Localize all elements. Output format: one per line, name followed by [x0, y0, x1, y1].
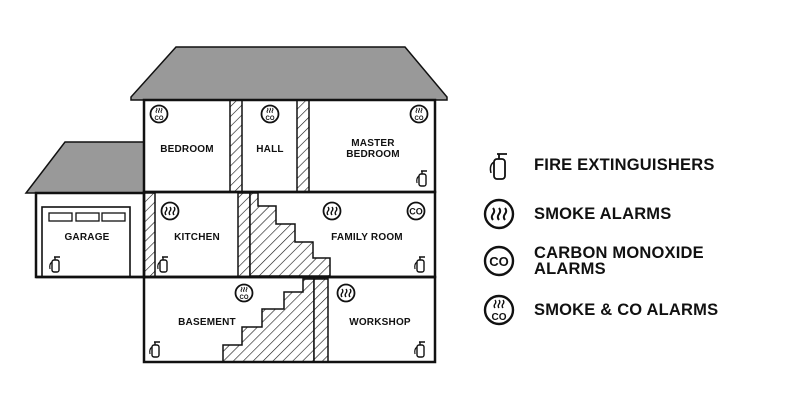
workshop-wall [313, 278, 329, 363]
garage-roof [24, 141, 145, 194]
legend-label-fire-extinguishers: FIRE EXTINGUISHERS [534, 156, 715, 174]
fire-extinguisher-icon [49, 256, 61, 273]
smoke-alarm-icon [336, 283, 356, 303]
fire-extinguisher-icon [414, 341, 426, 358]
room-label-family-room: FAMILY ROOM [331, 232, 403, 243]
legend-item-co-alarms: CO CARBON MONOXIDE ALARMS [482, 244, 704, 278]
hall-right-wall [296, 99, 310, 193]
smoke-alarm-icon [322, 201, 342, 221]
legend-item-smoke-co-alarms: CO SMOKE & CO ALARMS [482, 293, 718, 327]
legend-item-smoke-alarms: SMOKE ALARMS [482, 197, 671, 231]
svg-text:CO: CO [240, 295, 249, 301]
room-label-master-bedroom-1: MASTER [351, 138, 395, 149]
main-roof [130, 46, 448, 101]
co-alarm-icon: CO [482, 244, 516, 278]
svg-text:CO: CO [266, 116, 275, 122]
svg-text:CO: CO [415, 116, 424, 122]
fire-extinguisher-icon [157, 256, 169, 273]
room-label-hall: HALL [256, 144, 283, 155]
legend-label-smoke-co-alarms: SMOKE & CO ALARMS [534, 301, 719, 319]
smoke-alarm-icon [160, 201, 180, 221]
svg-text:CO: CO [409, 207, 423, 217]
legend-label-co-alarms: CARBON MONOXIDE ALARMS [534, 244, 704, 278]
smoke-co-alarm-icon: CO [234, 283, 254, 303]
garage-window-3 [101, 212, 126, 222]
room-label-master-bedroom-2: BEDROOM [346, 149, 400, 160]
smoke-co-alarm-icon: CO [482, 293, 516, 327]
fire-extinguisher-icon [416, 170, 428, 187]
room-label-garage: GARAGE [64, 232, 109, 243]
fire-extinguisher-icon [414, 256, 426, 273]
kitchen-left-wall [143, 192, 156, 278]
room-label-workshop: WORKSHOP [349, 317, 411, 328]
kitchen-right-wall [237, 192, 251, 278]
legend-label-co-line2: ALARMS [534, 260, 606, 278]
fire-extinguisher-icon [482, 148, 516, 182]
co-alarm-icon: CO [406, 201, 426, 221]
room-label-kitchen: KITCHEN [174, 232, 220, 243]
legend-item-fire-extinguishers: FIRE EXTINGUISHERS [482, 148, 715, 182]
svg-text:CO: CO [489, 254, 509, 269]
smoke-co-alarm-icon: CO [260, 104, 280, 124]
garage-window-1 [48, 212, 73, 222]
smoke-co-alarm-icon: CO [149, 104, 169, 124]
svg-text:CO: CO [155, 116, 164, 122]
garage-door [41, 206, 131, 278]
fire-extinguisher-icon [149, 341, 161, 358]
smoke-alarm-icon [482, 197, 516, 231]
room-label-basement: BASEMENT [178, 317, 236, 328]
garage-window-2 [75, 212, 100, 222]
legend-label-co-line1: CARBON MONOXIDE [534, 244, 704, 262]
legend-label-smoke-alarms: SMOKE ALARMS [534, 205, 672, 223]
upper-staircase [249, 192, 331, 277]
room-label-bedroom: BEDROOM [160, 144, 214, 155]
hall-left-wall [229, 99, 243, 193]
smoke-co-alarm-icon: CO [409, 104, 429, 124]
svg-text:CO: CO [492, 312, 507, 323]
